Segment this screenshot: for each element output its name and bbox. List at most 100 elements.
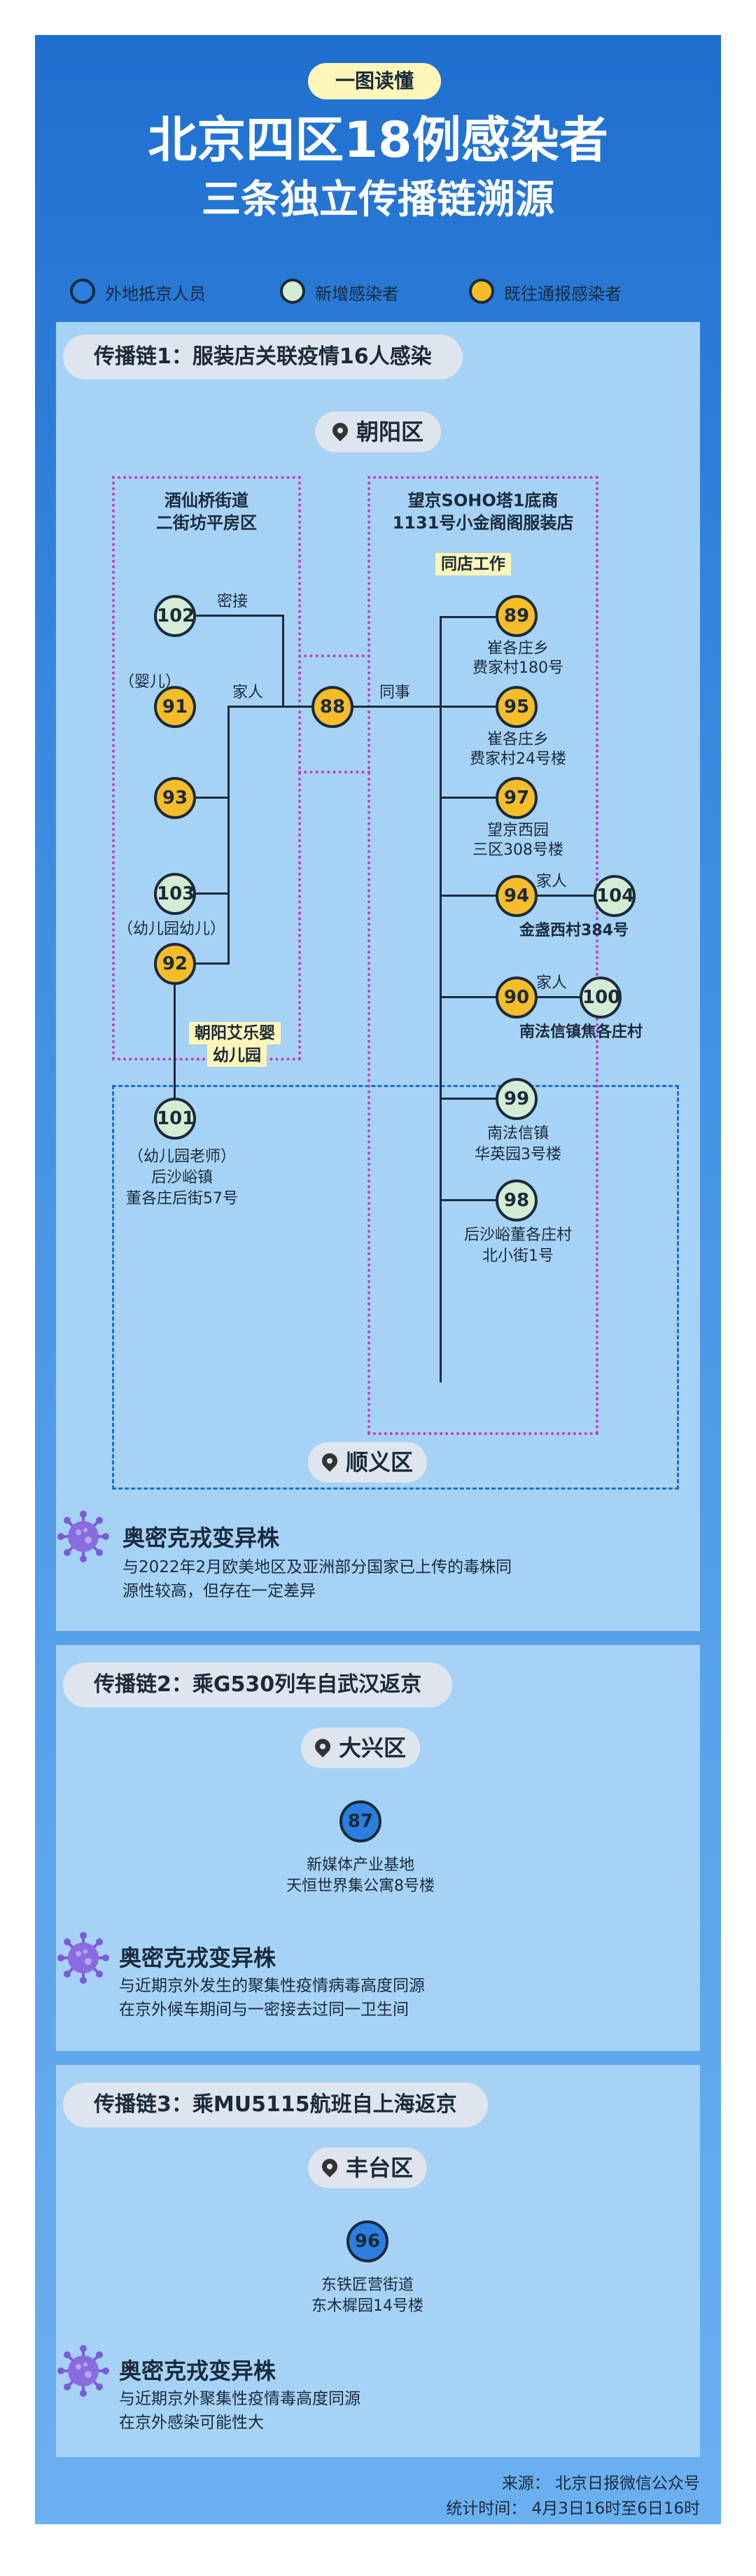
chain1-title: 传播链1：服装店关联疫情16人感染 (63, 335, 463, 379)
header-tag: 一图读懂 (308, 63, 441, 99)
addr-98-1: 后沙峪董各庄村 (463, 1226, 572, 1244)
legend: 外地抵京人员 新增感染者 既往通报感染者 (35, 273, 721, 315)
footer-source: 来源： 北京日报微信公众号 (501, 2474, 700, 2493)
line-98 (440, 1199, 496, 1201)
addr-94: 金盏西村384号 (519, 922, 629, 939)
line-99 (440, 1098, 496, 1100)
location-pin-icon (318, 1450, 341, 1472)
addr-97-1: 望京西园 (486, 822, 549, 839)
omicron-desc-2a: 与近期京外发生的聚集性疫情病毒高度同源 (119, 1977, 425, 1995)
omicron-desc-3a: 与近期京外聚集性疫情毒高度同源 (119, 2390, 360, 2408)
case-node-102: 102 (154, 595, 196, 637)
chain2-title: 传播链2：乘G530列车自武汉返京 (63, 1662, 453, 1707)
rel-family-90: 家人 (536, 974, 568, 992)
rel-family: 家人 (232, 684, 264, 701)
case-node-99: 99 (496, 1078, 538, 1120)
addr-87-1: 新媒体产业基地 (306, 1856, 414, 1874)
district-chaoyang: 朝阳区 (315, 412, 441, 452)
addr-101-1: （幼儿园老师） (127, 1148, 236, 1166)
omicron-desc-1a: 与2022年2月欧美地区及亚洲部分国家已上传的毒株同 (122, 1558, 512, 1576)
virus-icon (57, 2345, 109, 2397)
chain3-panel: 传播链3：乘MU5115航班自上海返京 丰台区 96 东铁匠营街道 东木樨园14… (56, 2065, 700, 2457)
omicron-title-2: 奥密克戎变异株 (119, 1945, 276, 1971)
case-node-104: 104 (594, 875, 636, 917)
case-node-95: 95 (496, 686, 538, 728)
line-102 (196, 615, 284, 617)
case-node-92: 92 (154, 943, 196, 985)
rel-family-94: 家人 (536, 873, 568, 890)
legend-item-out-of-town: 外地抵京人员 (70, 279, 206, 309)
legend-label: 既往通报感染者 (504, 284, 622, 304)
case-node-89: 89 (496, 595, 538, 637)
line-store-vertical (440, 616, 442, 1382)
case-node-100: 100 (580, 976, 622, 1018)
box-left-title-1: 酒仙桥街道 (164, 491, 248, 510)
page-title: 北京四区18例感染者 (148, 111, 608, 169)
legend-dot-blue (70, 279, 95, 304)
legend-item-previous: 既往通报感染者 (469, 279, 622, 309)
line-family-vertical (227, 706, 230, 965)
addr-101-3: 董各庄后街57号 (126, 1190, 238, 1208)
virus-icon (57, 1511, 109, 1562)
infographic-poster: 一图读懂 北京四区18例感染者 三条独立传播链溯源 外地抵京人员 新增感染者 既… (35, 35, 721, 2524)
addr-89-2: 费家村180号 (472, 659, 564, 677)
jiuxianqiao-box (112, 476, 301, 1060)
omicron-title-3: 奥密克戎变异株 (119, 2358, 276, 2384)
line-92-101 (174, 983, 176, 1116)
shunyi-area-box (112, 1085, 679, 1490)
addr-90: 南法信镇焦各庄村 (519, 1023, 643, 1041)
box-left-title-2: 二街坊平房区 (156, 513, 257, 533)
addr-96-1: 东铁匠营街道 (321, 2276, 414, 2294)
case-node-91: 91 (154, 686, 196, 728)
location-pin-icon (329, 419, 351, 442)
chain1-panel: 传播链1：服装店关联疫情16人感染 朝阳区 酒仙桥街道 二街坊平房区 望京SOH… (56, 322, 700, 1631)
district-daxing: 大兴区 (301, 1728, 420, 1768)
kindergarten-label-1: 朝阳艾乐婴 (189, 1022, 281, 1044)
addr-89-1: 崔各庄乡 (486, 640, 549, 657)
footer-stat-time: 统计时间： 4月3日16时至6日16时 (446, 2500, 700, 2518)
kindergarten-label-2: 幼儿园 (207, 1044, 267, 1067)
case-node-93: 93 (154, 777, 196, 819)
addr-101-2: 后沙峪镇 (150, 1169, 213, 1186)
addr-95-2: 费家村24号楼 (470, 750, 566, 768)
location-pin-icon (318, 2155, 341, 2178)
legend-dot-yellow (469, 279, 494, 304)
case-node-87: 87 (340, 1800, 382, 1842)
same-store-label: 同店工作 (435, 553, 511, 575)
addr-98-2: 北小街1号 (482, 1247, 554, 1265)
line-102-down (282, 615, 284, 707)
line-97 (440, 797, 496, 799)
case-node-97: 97 (496, 777, 538, 819)
addr-99-2: 华英园3号楼 (475, 1146, 561, 1163)
line-92 (196, 962, 230, 965)
line-family-colleague (227, 706, 486, 708)
legend-item-new: 新增感染者 (280, 279, 399, 309)
line-93 (196, 797, 230, 799)
omicron-desc-1b: 源性较高，但存在一定差异 (122, 1582, 316, 1600)
district-shunyi: 顺义区 (308, 1442, 427, 1483)
wangjing-store-box (368, 476, 598, 1435)
rel-colleague: 同事 (379, 684, 411, 701)
district-fengtai: 丰台区 (308, 2148, 427, 2188)
page-subtitle: 三条独立传播链溯源 (202, 177, 554, 223)
legend-dot-green (280, 279, 305, 304)
omicron-title-1: 奥密克戎变异株 (122, 1525, 280, 1551)
case-node-88: 88 (312, 686, 354, 728)
line-103 (196, 892, 230, 895)
kid-label: （幼儿园幼儿） (118, 920, 226, 938)
addr-97-2: 三区308号楼 (472, 841, 564, 859)
case-node-94: 94 (496, 875, 538, 917)
connector-box (298, 654, 370, 774)
case-node-101: 101 (154, 1098, 196, 1140)
addr-99-1: 南法信镇 (486, 1125, 549, 1142)
case-node-96: 96 (346, 2220, 388, 2262)
addr-95-1: 崔各庄乡 (486, 731, 549, 748)
chain2-panel: 传播链2：乘G530列车自武汉返京 大兴区 87 新媒体产业基地 天恒世界集公寓… (56, 1645, 700, 2051)
rel-close-contact: 密接 (217, 593, 248, 610)
line-95 (440, 706, 496, 708)
case-node-90: 90 (496, 976, 538, 1018)
chain3-title: 传播链3：乘MU5115航班自上海返京 (63, 2082, 488, 2127)
legend-label: 外地抵京人员 (105, 284, 206, 304)
addr-96-2: 东木樨园14号楼 (312, 2297, 424, 2315)
omicron-desc-3b: 在京外感染可能性大 (119, 2414, 264, 2432)
